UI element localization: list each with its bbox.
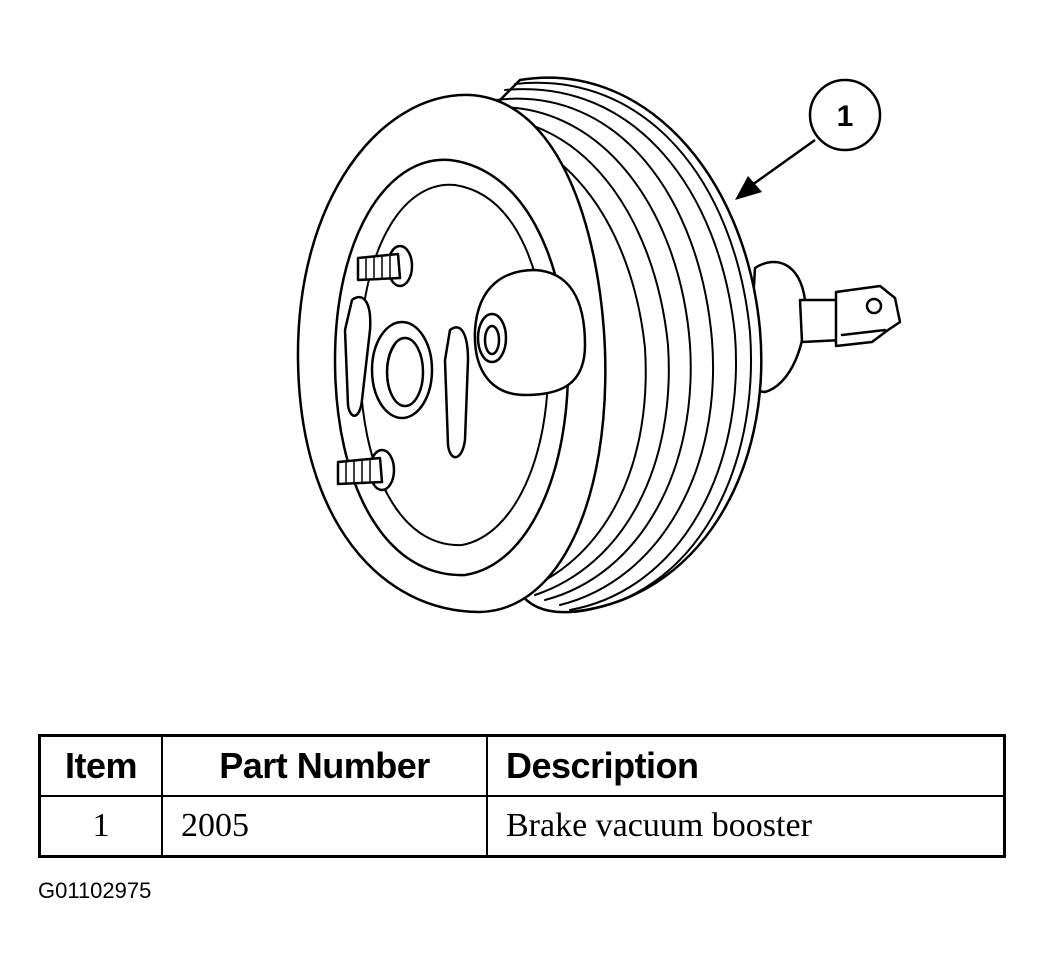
parts-table: Item Part Number Description 1 2005 Brak… [38,734,1006,858]
vacuum-valve-boss [473,268,587,397]
slot-left [343,295,372,417]
callout-1: 1 [735,78,882,200]
header-description: Description [486,734,1006,797]
cell-description: Brake vacuum booster [486,795,1006,858]
table-row: 1 2005 Brake vacuum booster [38,795,1006,858]
center-hub [370,320,434,420]
stud-bottom [336,448,396,492]
drum-ribs [459,81,752,613]
table-header-row: Item Part Number Description [38,734,1006,797]
cell-item: 1 [38,795,163,858]
figure-code: G01102975 [38,878,152,903]
stud-top [356,244,414,288]
cell-part-number: 2005 [161,795,488,858]
pushrod-assembly [746,260,902,394]
callout-number: 1 [837,100,854,133]
header-item: Item [38,734,163,797]
slot-right [443,326,470,459]
brake-booster-illustration: 1 [296,76,902,614]
header-part-number: Part Number [161,734,488,797]
